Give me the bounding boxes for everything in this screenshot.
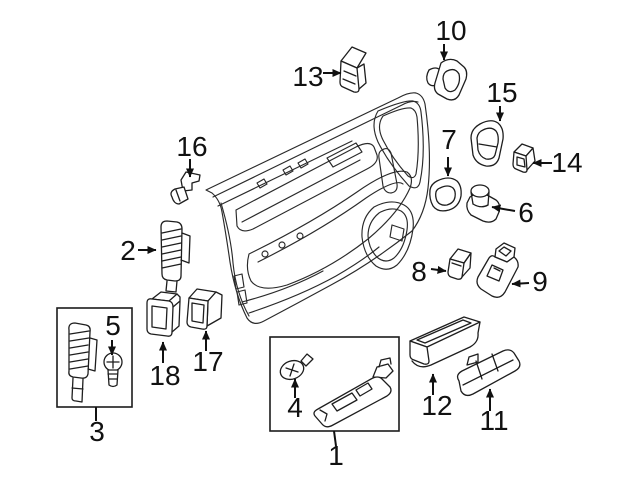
part-8-window-switch-single-drawing — [447, 248, 472, 280]
callout-15: 15 — [486, 77, 518, 108]
part-12-pull-handle-trim-drawing — [409, 316, 481, 368]
part-6-mirror-switch-drawing — [466, 184, 501, 223]
leader-line-1 — [333, 430, 337, 447]
part-18-switch-drawing — [146, 291, 181, 337]
callout-17: 17 — [192, 346, 224, 377]
part-15-handle-bezel-drawing — [470, 120, 504, 167]
part-5-bulb-drawing — [103, 352, 123, 388]
callout-14: 14 — [551, 147, 583, 178]
part-1-courtesy-lamp-drawing — [313, 357, 394, 428]
arrow-to-part-9 — [511, 279, 530, 288]
callout-10: 10 — [435, 15, 467, 46]
callout-2: 2 — [120, 235, 136, 266]
part-17-switch-drawing — [186, 288, 223, 330]
part-7-switch-bezel-drawing — [429, 177, 462, 212]
callout-18: 18 — [149, 360, 181, 391]
part-16-sensor-clip-drawing — [170, 171, 201, 205]
door-panel-drawing — [205, 92, 431, 324]
part-13-lock-switch-drawing — [339, 46, 367, 93]
part-14-memory-switch-drawing — [512, 143, 536, 173]
callout-12: 12 — [421, 390, 453, 421]
arrow-to-part-6 — [491, 204, 516, 213]
callout-4: 4 — [287, 392, 303, 423]
callout-arrows — [95, 44, 552, 447]
part-9-window-switch-panel-drawing — [476, 242, 519, 298]
group-box-3 — [56, 307, 133, 408]
part-3-lamp-housing-drawing — [68, 322, 98, 403]
callout-7: 7 — [441, 124, 457, 155]
arrow-to-part-8 — [430, 265, 447, 274]
callout-16: 16 — [176, 131, 208, 162]
callout-6: 6 — [518, 197, 534, 228]
part-4-bulb-drawing — [279, 353, 314, 381]
callout-8: 8 — [411, 256, 427, 287]
part-10-handle-bracket-drawing — [426, 58, 468, 101]
callout-5: 5 — [105, 310, 121, 341]
callout-9: 9 — [532, 266, 548, 297]
callout-1: 1 — [328, 440, 344, 471]
callout-11: 11 — [479, 405, 509, 436]
part-2-retainer-bracket-drawing — [160, 220, 191, 293]
callout-3: 3 — [89, 416, 105, 447]
part-11-switch-bank-drawing — [456, 349, 521, 397]
callout-13: 13 — [292, 61, 324, 92]
